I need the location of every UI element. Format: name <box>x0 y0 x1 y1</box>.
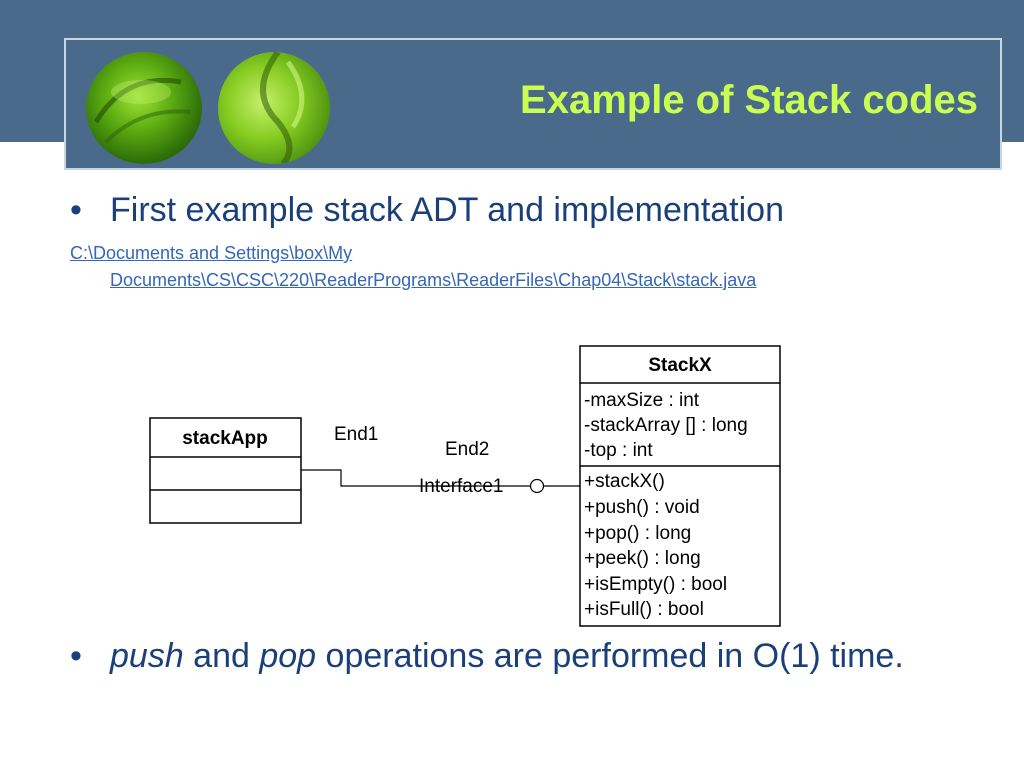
stackx-operation: +peek() : long <box>584 548 701 569</box>
bullet-second: • push and pop operations are performed … <box>70 634 970 724</box>
interface-lollipop-icon <box>529 478 545 494</box>
leaf-sphere-left-icon <box>86 52 202 164</box>
interface-label: Interface1 <box>419 476 504 497</box>
stackx-operation: +stackX() <box>584 471 665 492</box>
bullet-dot: • <box>70 637 82 675</box>
stackx-operation: +pop() : long <box>584 523 691 544</box>
stackx-attribute: -maxSize : int <box>584 390 700 411</box>
association-connector <box>301 469 530 487</box>
file-path-line2[interactable]: Documents\CS\CSC\220\ReaderPrograms\Read… <box>110 270 757 290</box>
and-text: and <box>183 637 260 675</box>
stackx-operation: +push() : void <box>584 497 700 518</box>
file-path-line1[interactable]: C:\Documents and Settings\box\My <box>70 243 353 263</box>
stackx-class-box <box>579 345 781 627</box>
pop-italic: pop <box>259 637 317 675</box>
file-path-link[interactable]: C:\Documents and Settings\box\My Documen… <box>70 240 970 294</box>
slide-title: Example of Stack codes <box>520 78 978 122</box>
operations-text: operations are performed in O(1) time. <box>316 637 904 675</box>
bullet-first: • First example stack ADT and implementa… <box>70 188 970 232</box>
push-italic: push <box>110 637 184 675</box>
stackx-operation: +isFull() : bool <box>584 599 704 620</box>
stackx-attribute: -top : int <box>584 440 653 461</box>
bullet-dot: • <box>70 191 82 229</box>
association-end1-label: End1 <box>334 424 378 445</box>
leaf-sphere-right-icon <box>218 52 330 164</box>
stackapp-class-name: stackApp <box>182 428 268 449</box>
bullet-first-text: First example stack ADT and implementati… <box>110 191 784 229</box>
stackapp-class-box <box>149 417 302 524</box>
association-end2-label: End2 <box>445 439 489 460</box>
stackx-operation: +isEmpty() : bool <box>584 574 727 595</box>
bullet-second-text: push and pop operations are performed in… <box>110 634 970 678</box>
stackx-attribute: -stackArray [] : long <box>584 415 748 436</box>
stackx-class-name: StackX <box>648 355 712 376</box>
